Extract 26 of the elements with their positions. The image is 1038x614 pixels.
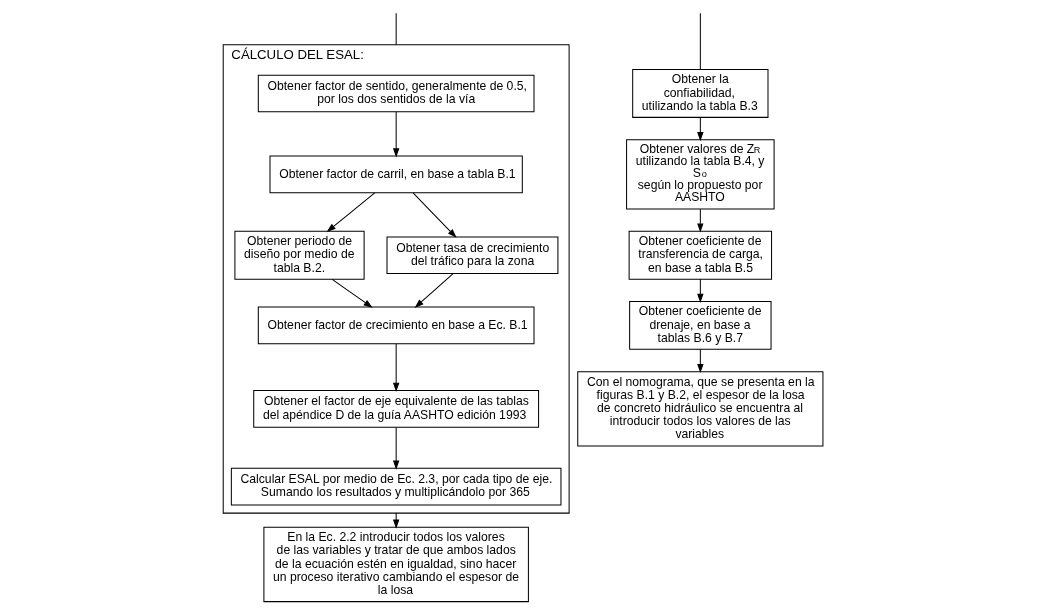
arrow: [392, 111, 400, 158]
node-box: Obtener periodo de diseño por medio de tabla B.2.: [234, 230, 365, 280]
arrow: [697, 349, 704, 374]
node-box: Obtener valores de ZR utilizando la tabla B.4, y So según lo propuesto por AASHTO: [626, 139, 775, 210]
arrow: [326, 192, 376, 233]
arrow: [331, 278, 373, 308]
node-box: Obtener el factor de eje equivalente de las tablas del apéndice D de la guía AASHTO edición 1993: [253, 390, 540, 428]
node-box: Obtener factor de crecimiento en base a Ec. B.1: [257, 306, 535, 345]
node-box: Obtener tasa de crecimiento del tráfico para la zona: [386, 236, 559, 275]
node-box: Obtener coeficiente de transferencia de carga, en base a tabla B.5: [628, 230, 773, 280]
arrow: [392, 426, 400, 470]
node-box: Obtener coeficiente de drenaje, en base a tablas B.6 y B.7: [629, 301, 772, 350]
connector: [395, 12, 397, 46]
node-box: Obtener factor de carril, en base a tabla B.1: [269, 155, 523, 194]
node-box: Calcular ESAL por medio de Ec. 2.3, por cada tipo de eje. Sumando los resultados y multiplicándolo por 365: [230, 467, 562, 506]
node-box: Con el nomograma, que se presenta en la figuras B.1 y B.2, el espesor de la losa de concreto hidráulico se encuentra al introducir todos los valores de las variables: [577, 371, 824, 447]
arrow: [392, 343, 400, 393]
arrow: [412, 192, 457, 238]
arrow: [697, 117, 704, 142]
node-box: Obtener factor de sentido, generalmente de 0.5, por los dos sentidos de la vía: [257, 74, 535, 113]
arrow: [697, 208, 704, 233]
arrow: [697, 278, 704, 303]
connector: [699, 12, 701, 70]
arrow: [414, 273, 454, 308]
node-box: Obtener la confiabilidad, utilizando la tabla B.3: [632, 69, 769, 118]
node-box: En la Ec. 2.2 introducir todos los valores de las variables y tratar de que ambos lados de la ecuación estén en igualdad, sino hacer un proceso iterativo cambiando el espesor de la losa: [263, 526, 529, 603]
